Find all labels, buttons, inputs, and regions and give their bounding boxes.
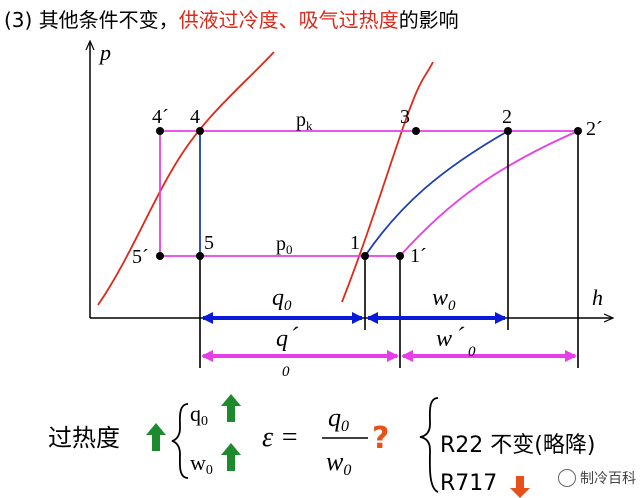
q0-label: q0 [272,285,292,314]
frac-numerator: q0 [328,403,349,435]
left-brace [171,403,189,479]
label-4prime: 4´ [152,106,169,128]
q0prime-label: q´ [276,324,299,352]
label-4: 4 [190,106,200,128]
point-4prime [156,127,164,135]
p0-label: p0 [276,233,293,257]
w0prime-label: w´0 [436,324,476,360]
frac-denominator: w0 [326,447,351,479]
up-arrow-icon [146,423,166,451]
label-3: 3 [400,106,410,128]
label-5prime: 5´ [132,246,149,268]
title-suffix: 的影响 [398,8,459,32]
y-axis-label: p [98,40,111,65]
w0-label: w0 [432,285,456,314]
watermark-logo-icon [558,469,576,487]
saturated-liquid-curve [97,51,275,306]
r717-label: R717 [440,471,497,496]
watermark-text: 制冷百科 [580,471,636,487]
saturated-vapor-curve [341,61,434,303]
epsilon-equals: ε = [262,422,299,453]
w0-up-arrow-icon [221,443,241,471]
point-4 [196,127,204,135]
pk-label: pk [296,109,313,133]
conclusion: 过热度 q0 w0 ε = q0 w0 ? R22 不变(略降) R717 [48,394,595,498]
page-title: (3) 其他条件不变，供液过冷度、吸气过热度的影响 [4,4,459,33]
brace-w0: w0 [190,450,213,478]
title-prefix: (3) 其他条件不变， [4,8,179,32]
label-5: 5 [204,232,214,254]
watermark: 制冷百科 [558,468,636,488]
point-5prime [156,252,164,260]
modified-cycle [159,130,578,256]
question-mark: ? [372,421,389,456]
q0-up-arrow-icon [221,394,241,422]
title-highlight: 供液过冷度、吸气过热度 [178,8,399,32]
compression-curve-prime [399,130,579,257]
x-axis-label: h [592,285,603,310]
label-2: 2 [502,106,512,128]
compression-curve [364,130,509,257]
r22-result: R22 不变(略降) [440,433,595,458]
down-arrow-icon [510,476,530,498]
label-1prime: 1´ [410,245,427,267]
superheat-label: 过热度 [48,424,120,452]
brace-q0: q0 [190,401,208,429]
label-1: 1 [350,232,360,254]
label-2prime: 2´ [586,118,603,140]
point-3 [412,127,420,135]
right-brace [419,397,439,493]
q0prime-sub: 0 [282,364,290,380]
state-points [156,127,582,260]
